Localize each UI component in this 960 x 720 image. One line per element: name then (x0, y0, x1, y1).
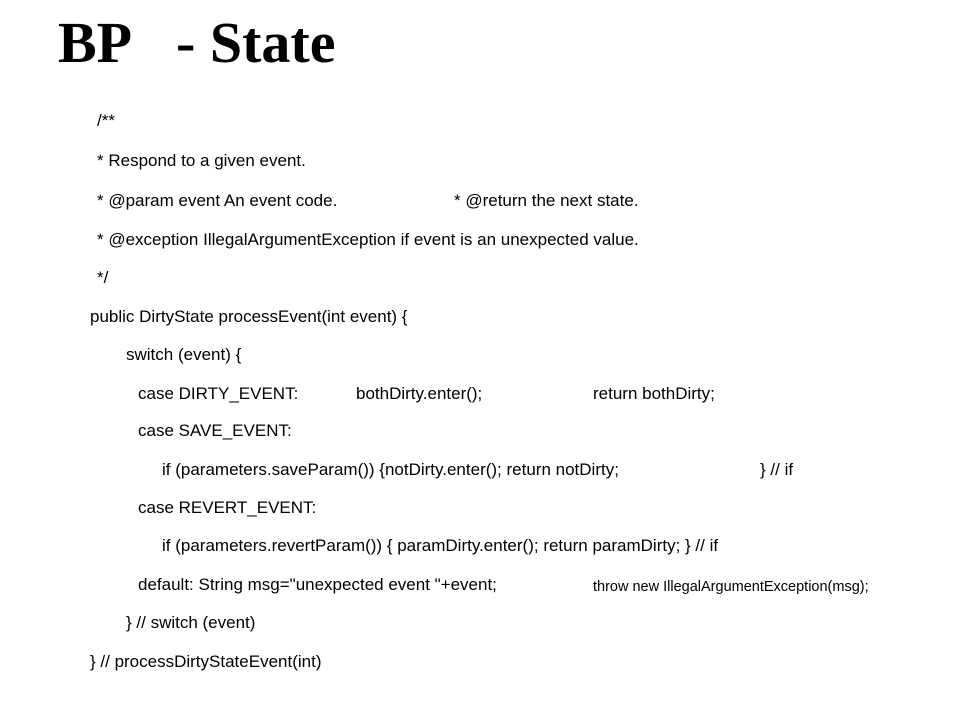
slide-title-main: BP (58, 10, 133, 75)
code-line-6: public DirtyState processEvent(int event… (90, 307, 408, 326)
code-line-9: case SAVE_EVENT: (138, 421, 292, 440)
code-line-10a: if (parameters.saveParam()) {notDirty.en… (162, 460, 619, 479)
code-line-2: * Respond to a given event. (97, 151, 306, 170)
code-line-3a: * @param event An event code. (97, 191, 338, 210)
code-line-3b: * @return the next state. (454, 191, 639, 210)
code-line-8b: bothDirty.enter(); (356, 384, 483, 403)
slide-title: BP - State (58, 8, 335, 78)
code-line-13b: throw new IllegalArgumentException(msg); (593, 579, 869, 595)
code-line-8c: return bothDirty; (593, 384, 715, 403)
code-line-13a: default: String msg="unexpected event "+… (138, 575, 497, 594)
code-line-4: * @exception IllegalArgumentException if… (97, 230, 639, 249)
code-line-12: if (parameters.revertParam()) { paramDir… (162, 536, 719, 555)
code-line-5: */ (97, 268, 109, 287)
code-line-10b: } // if (760, 460, 794, 479)
code-line-8a: case DIRTY_EVENT: (138, 384, 299, 403)
code-line-11: case REVERT_EVENT: (138, 498, 317, 517)
slide-title-rest: - State (176, 10, 336, 75)
code-line-7: switch (event) { (126, 345, 242, 364)
code-line-15: } // processDirtyStateEvent(int) (90, 652, 322, 671)
code-line-1: /** (97, 111, 115, 130)
code-line-14: } // switch (event) (126, 613, 256, 632)
